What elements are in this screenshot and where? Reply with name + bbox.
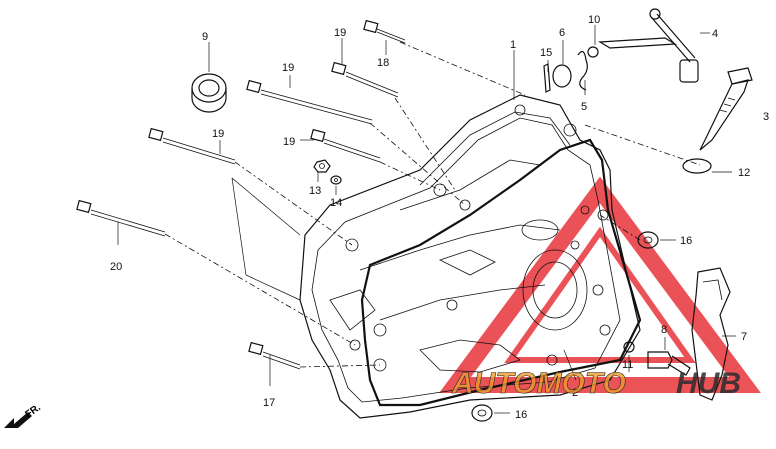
label-part-13: 13 bbox=[309, 185, 321, 197]
front-direction-indicator: FR. bbox=[4, 402, 43, 428]
oil-dipstick bbox=[682, 67, 753, 174]
label-part-7: 7 bbox=[741, 331, 747, 343]
label-part-12: 12 bbox=[738, 167, 750, 179]
watermark-word-2: HUB bbox=[676, 367, 741, 400]
front-arrow-icon bbox=[4, 412, 32, 428]
nut-and-washer bbox=[313, 159, 342, 185]
bolts bbox=[76, 19, 406, 370]
label-part-3: 3 bbox=[763, 111, 769, 123]
label-part-16-upper: 16 bbox=[680, 235, 692, 247]
label-part-20: 20 bbox=[110, 261, 122, 273]
oil-seal bbox=[191, 73, 227, 113]
label-part-2: 2 bbox=[572, 387, 578, 399]
part-labels: 1 2 3 4 5 6 7 8 9 10 11 12 13 14 15 16 1… bbox=[110, 14, 769, 421]
arm-assembly bbox=[543, 8, 699, 93]
cover-gasket bbox=[360, 138, 642, 407]
label-part-10: 10 bbox=[588, 14, 600, 26]
label-part-5: 5 bbox=[581, 101, 587, 113]
label-part-19-upper: 19 bbox=[282, 62, 294, 74]
leader-lines bbox=[117, 25, 736, 414]
label-part-19-mid: 19 bbox=[283, 136, 295, 148]
label-part-19-left: 19 bbox=[212, 128, 224, 140]
watermark-triangle-icon bbox=[439, 176, 761, 393]
label-part-14: 14 bbox=[330, 197, 342, 209]
watermark-word-1: AUTOMOTO bbox=[451, 367, 626, 400]
label-part-11: 11 bbox=[622, 359, 633, 371]
watermark-inner-triangle-icon bbox=[504, 226, 696, 363]
label-part-19-top: 19 bbox=[334, 27, 346, 39]
label-part-16-lower: 16 bbox=[515, 409, 527, 421]
label-part-1: 1 bbox=[510, 39, 516, 51]
guide-plate bbox=[691, 267, 731, 401]
label-part-18: 18 bbox=[377, 57, 389, 69]
label-part-15: 15 bbox=[540, 47, 552, 59]
watermark-text: AUTOMOTO HUB bbox=[451, 367, 741, 401]
label-part-4: 4 bbox=[712, 28, 718, 40]
label-part-6: 6 bbox=[559, 27, 565, 39]
watermark-logo bbox=[439, 176, 761, 393]
label-part-17: 17 bbox=[263, 397, 275, 409]
label-part-9: 9 bbox=[202, 31, 208, 43]
small-parts bbox=[623, 341, 691, 376]
label-part-8: 8 bbox=[661, 324, 667, 336]
dowel-pins bbox=[471, 231, 659, 422]
crankcase-cover bbox=[299, 94, 641, 419]
